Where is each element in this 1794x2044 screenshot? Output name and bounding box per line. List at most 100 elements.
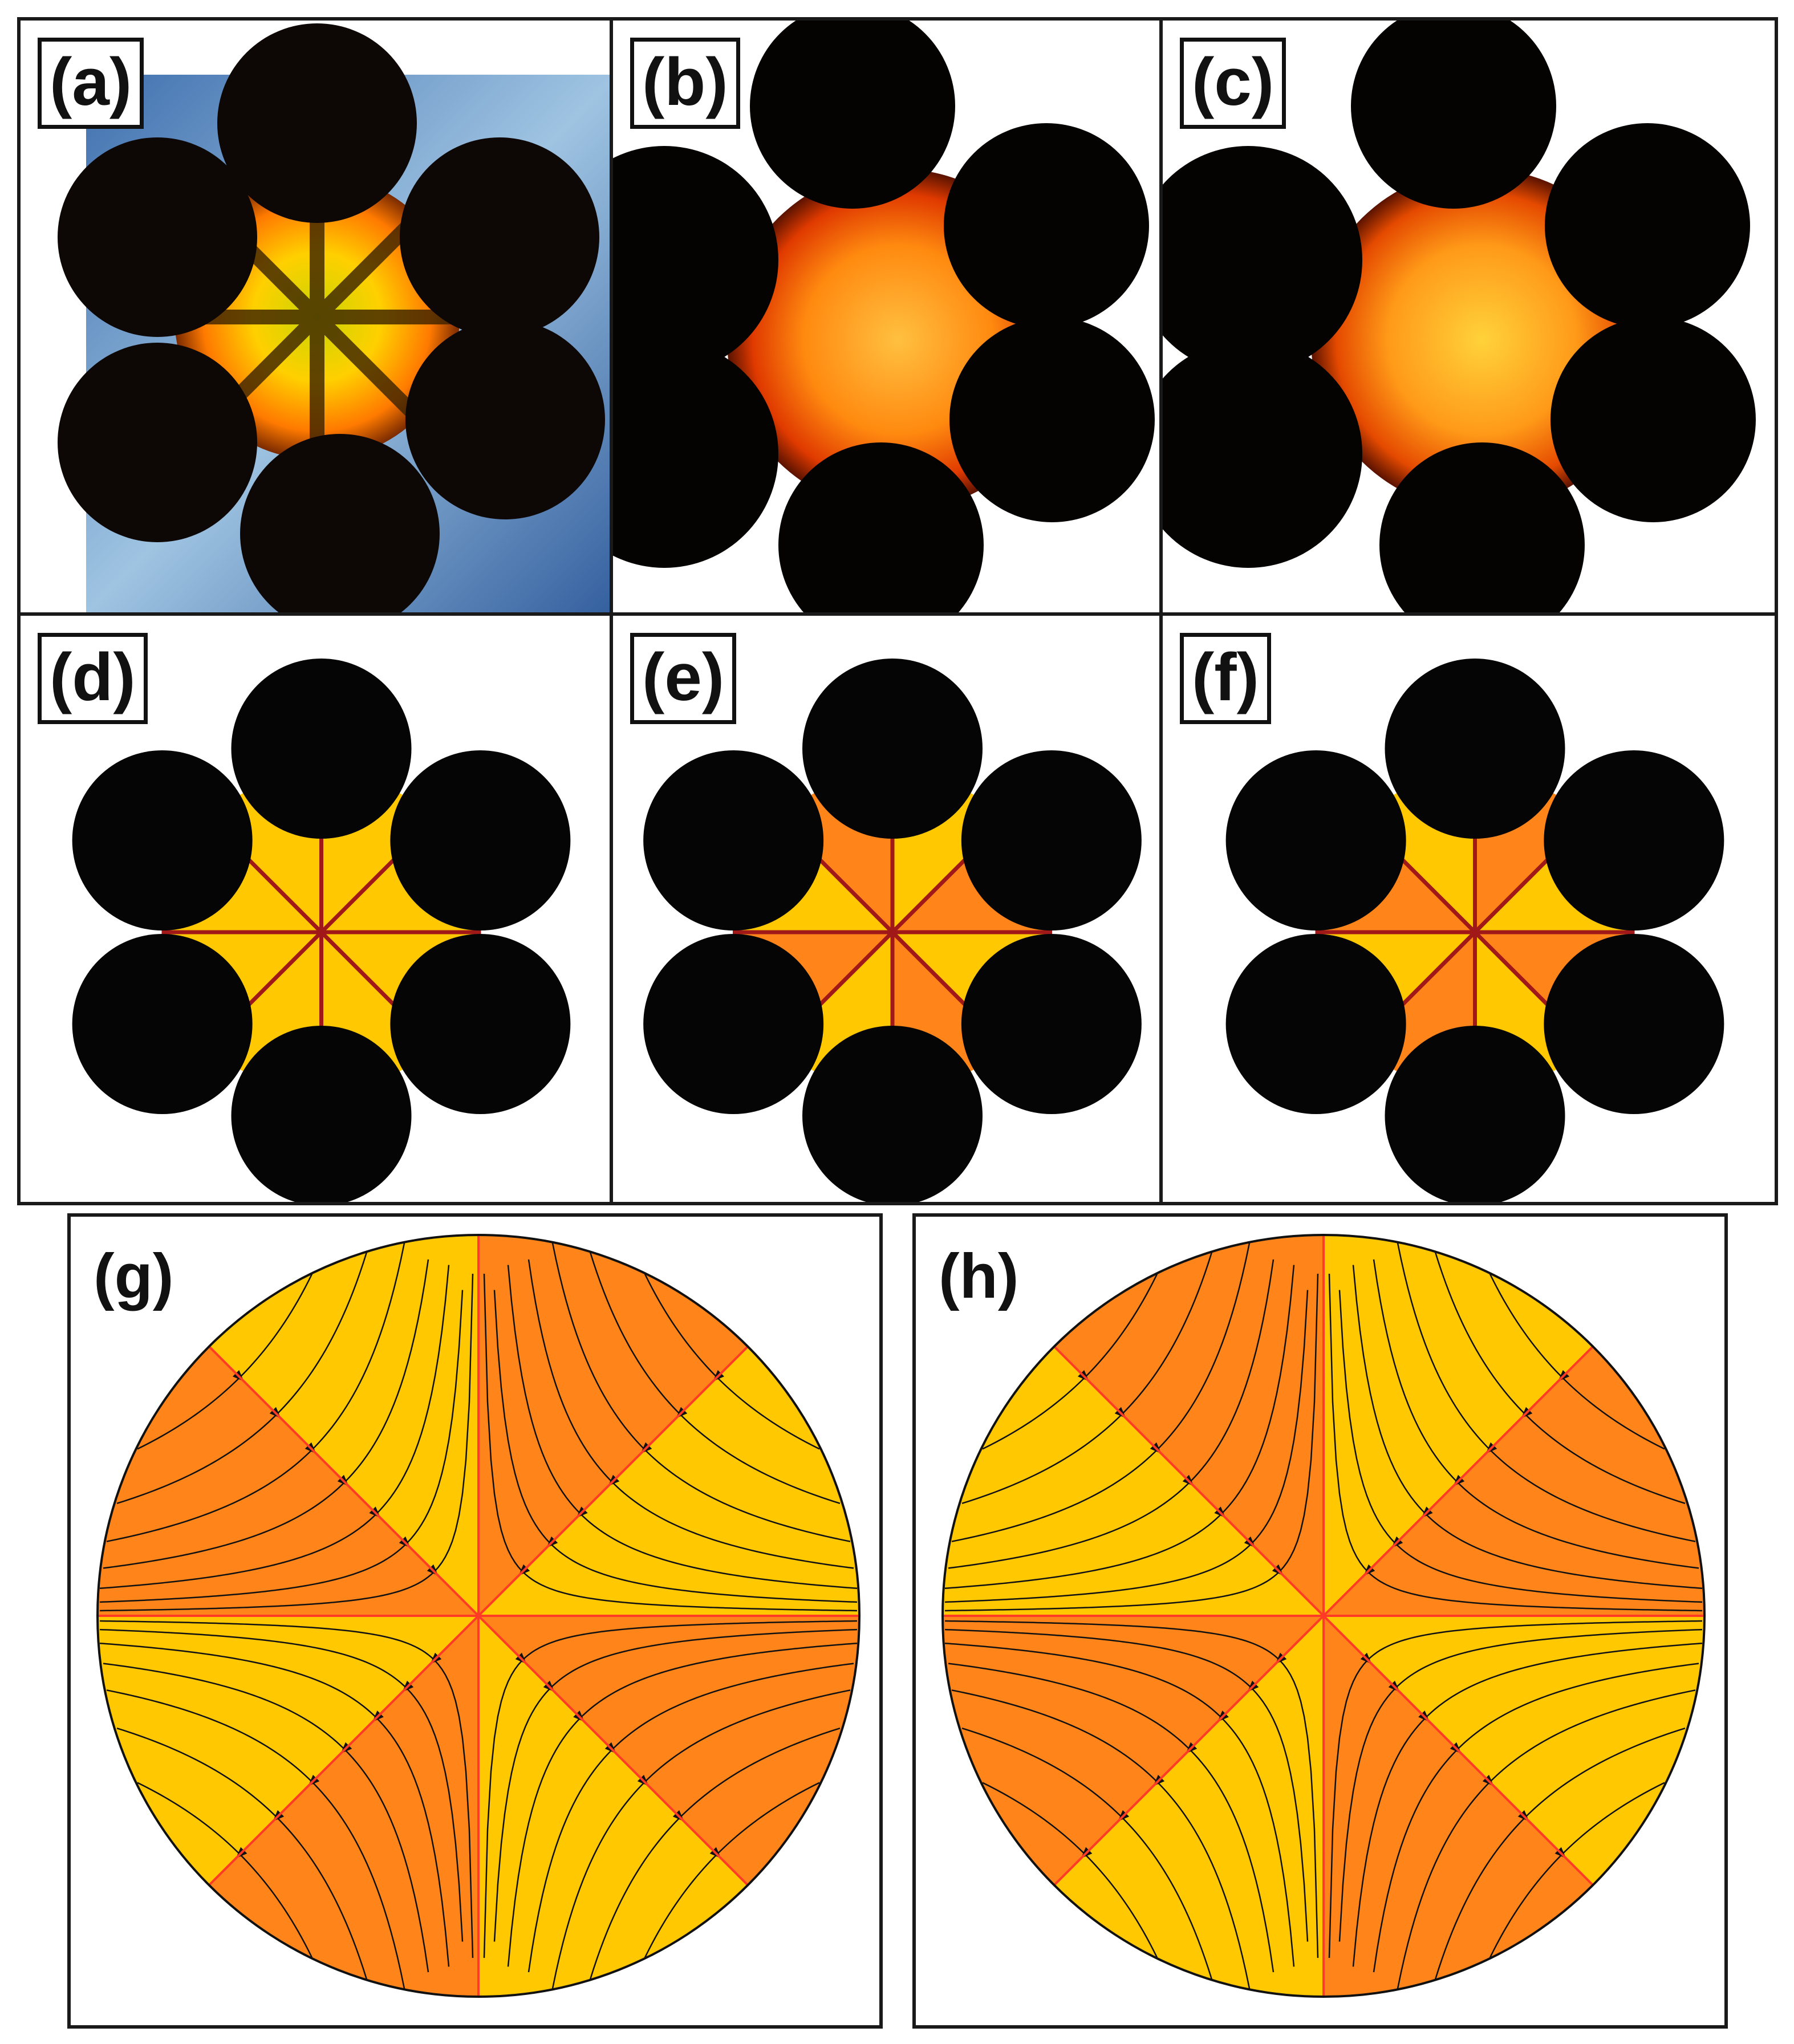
streamline [589, 1251, 841, 1505]
streamline [961, 1251, 1213, 1505]
panel-f: (f) [1159, 612, 1778, 1205]
streamline [1397, 1689, 1696, 1989]
streamline [1373, 1663, 1699, 1973]
panel-d: (d) [17, 612, 613, 1205]
panel-b-label: (b) [630, 38, 740, 129]
flow-sector [943, 1616, 1324, 1885]
streamline [982, 1782, 1158, 1958]
panel-c: (c) [1159, 17, 1778, 616]
streamline [1328, 1620, 1703, 1958]
streamline [944, 1273, 1319, 1612]
flow-sector [943, 1346, 1324, 1616]
streamline [103, 1663, 429, 1973]
rod [1385, 659, 1565, 839]
rod [72, 934, 253, 1114]
streamline [961, 1727, 1213, 1980]
streamline [116, 1251, 368, 1505]
streamline [1489, 1782, 1665, 1958]
rod [802, 1026, 983, 1202]
panel-e-schematic [643, 659, 1142, 1202]
panel-a-photo [58, 23, 610, 612]
streamline [1352, 1642, 1703, 1967]
flow-divider [1053, 1346, 1594, 1886]
streamline [99, 1642, 450, 1967]
streamline [103, 1259, 429, 1569]
streamline [944, 1642, 1295, 1967]
rod [390, 750, 571, 930]
streamline [1434, 1251, 1686, 1505]
flow-sector [1054, 1616, 1324, 1997]
panel-b: (b) [610, 17, 1163, 616]
rod [643, 934, 824, 1114]
flow-sector [1324, 1235, 1593, 1616]
flow-sector [98, 1616, 478, 1885]
streamline [99, 1265, 450, 1590]
panel-d-label: (d) [38, 633, 148, 724]
rod [1544, 750, 1724, 930]
streamline [1352, 1265, 1703, 1590]
streamline [1338, 1628, 1703, 1942]
flow-sector [478, 1616, 748, 1997]
rod [231, 659, 412, 839]
streamline [944, 1290, 1309, 1603]
rod [1225, 750, 1406, 930]
flow-sector [1324, 1616, 1704, 1885]
streamline [644, 1274, 820, 1450]
streamline [951, 1689, 1251, 1989]
streamline [493, 1290, 858, 1603]
streamline [99, 1620, 474, 1958]
panel-a-label: (a) [38, 38, 144, 129]
streamline [1434, 1727, 1686, 1980]
streamline [527, 1663, 854, 1973]
streamline [106, 1689, 405, 1989]
streamline [589, 1727, 841, 1980]
rod [390, 934, 571, 1114]
streamline [483, 1620, 858, 1958]
panel-a: (a) [17, 17, 613, 616]
panel-f-label: (f) [1180, 633, 1271, 724]
rod [1544, 934, 1724, 1114]
sector-divider [231, 842, 412, 1023]
panel-h-label: (h) [939, 1241, 1019, 1311]
rod [72, 750, 253, 930]
rod [643, 750, 824, 930]
panel-b-photo [613, 21, 1155, 612]
panel-c-photo [1163, 21, 1756, 612]
flow-sector [1324, 1616, 1593, 1997]
streamline [944, 1628, 1309, 1942]
flow-sector [209, 1616, 478, 1997]
streamline [982, 1274, 1158, 1450]
streamline [944, 1265, 1295, 1590]
rod [961, 750, 1142, 930]
streamline [1338, 1290, 1703, 1603]
flow-sector [478, 1346, 859, 1616]
panel-e-label: (e) [630, 633, 737, 724]
flow-sector [98, 1346, 478, 1616]
panel-g-label: (g) [94, 1241, 174, 1311]
streamline [507, 1642, 858, 1967]
streamline [551, 1242, 851, 1542]
rod [1225, 934, 1406, 1114]
streamline [948, 1663, 1275, 1973]
streamline [948, 1259, 1275, 1569]
sector-divider [802, 842, 983, 1023]
panel-f-schematic [1225, 659, 1724, 1202]
streamline [1489, 1274, 1665, 1450]
streamline [116, 1727, 368, 1980]
streamline [1328, 1273, 1703, 1612]
flow-sector [478, 1235, 748, 1616]
streamline [944, 1620, 1319, 1958]
streamline [106, 1242, 405, 1542]
streamline [137, 1782, 313, 1958]
streamline [493, 1628, 858, 1942]
flow-sector [1324, 1346, 1704, 1616]
flow-sector [1054, 1235, 1324, 1616]
flow-divider [208, 1346, 749, 1886]
streamline [483, 1273, 858, 1612]
flow-sector [478, 1616, 859, 1885]
streamline [551, 1689, 851, 1989]
rod [802, 659, 983, 839]
panel-g-streamlines [96, 1234, 861, 1998]
streamline [99, 1290, 464, 1603]
streamline [1397, 1242, 1696, 1542]
